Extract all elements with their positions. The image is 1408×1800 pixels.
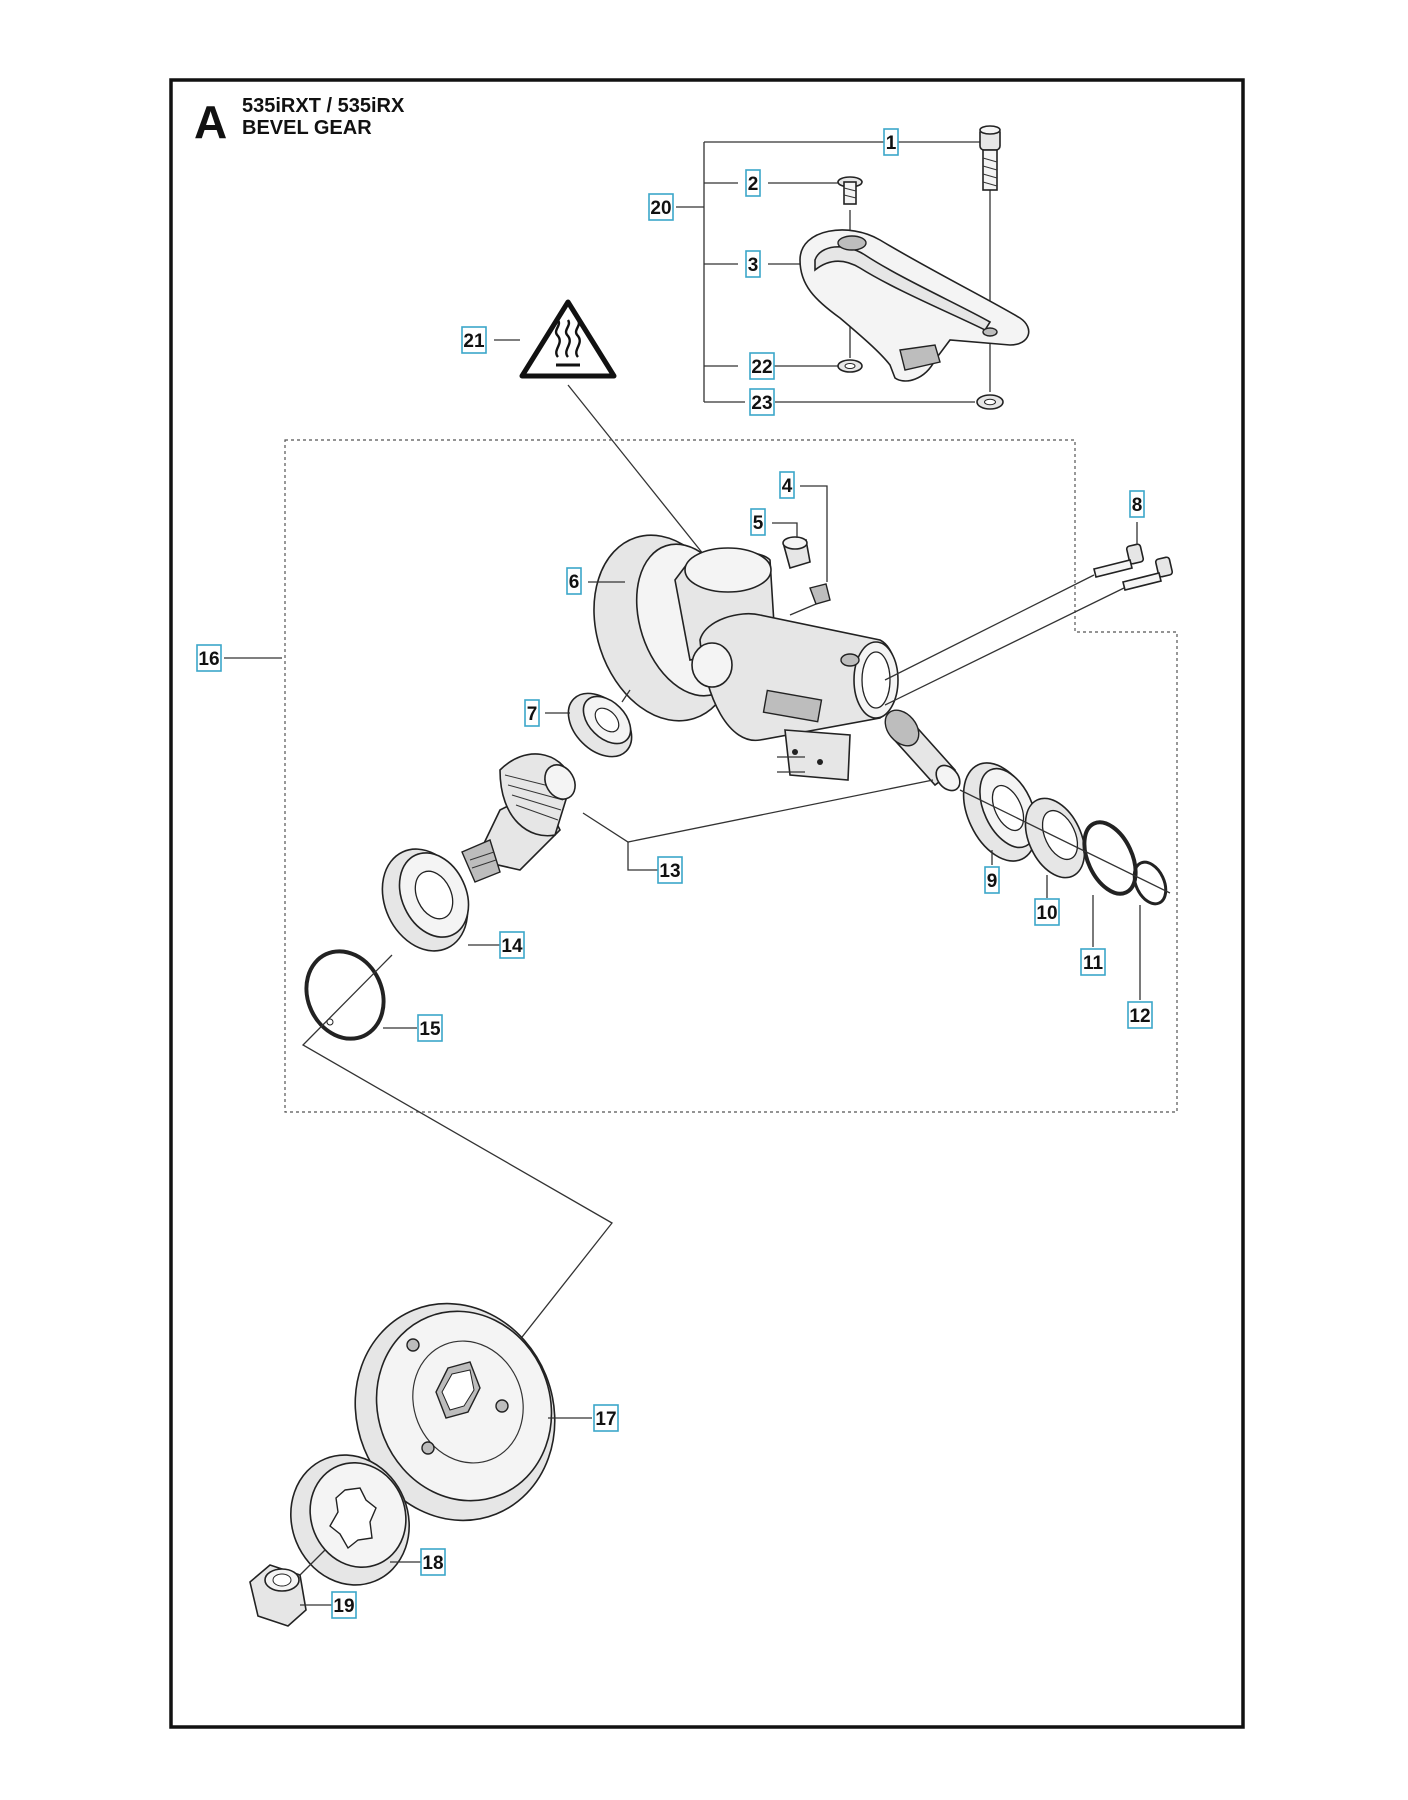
circlip-12-part (1132, 860, 1168, 906)
callout-12: 12 (1127, 1001, 1153, 1029)
bevel-gear-part (461, 753, 576, 883)
callout-10: 10 (1034, 898, 1060, 926)
callout-number: 3 (748, 255, 759, 276)
bearing-7-part (567, 692, 633, 758)
callout-17: 17 (593, 1404, 619, 1432)
callout-box (984, 866, 1000, 894)
callout-number: 19 (333, 1596, 354, 1617)
plug-part (782, 536, 811, 570)
callout-box (779, 471, 795, 499)
callout-box (657, 856, 683, 884)
callout-box (420, 1548, 446, 1576)
socket-screw-part (979, 125, 1001, 191)
subassembly-outline (284, 439, 1178, 1113)
callout-13: 13 (657, 856, 683, 884)
callout-box (196, 644, 222, 672)
callout-box (1129, 490, 1145, 518)
pin-part (809, 583, 831, 605)
callout-box (1034, 898, 1060, 926)
callout-number: 15 (419, 1019, 441, 1040)
callout-box (750, 508, 766, 536)
small-screw-part (837, 176, 863, 205)
callout-number: 16 (198, 649, 219, 670)
callout-box (499, 931, 525, 959)
callout-number: 22 (751, 357, 772, 378)
callout-box (745, 250, 761, 278)
callout-number: 8 (1132, 495, 1143, 516)
callout-7: 7 (524, 699, 540, 727)
callout-8: 8 (1129, 490, 1145, 518)
model-line: 535iRXT / 535iRX (242, 95, 405, 117)
callout-9: 9 (984, 866, 1000, 894)
callout-box (417, 1014, 443, 1042)
callout-number: 4 (782, 476, 793, 497)
callout-number: 7 (527, 704, 538, 725)
circlip-15-part (304, 949, 386, 1041)
callout-4: 4 (779, 471, 795, 499)
callout-box (1127, 1001, 1153, 1029)
nut-part (249, 1564, 307, 1627)
callout-number: 1 (886, 133, 897, 154)
callout-box (331, 1591, 357, 1619)
callout-number: 20 (650, 198, 671, 219)
callout-3: 3 (745, 250, 761, 278)
callout-1: 1 (883, 128, 899, 156)
seal-ring-part (1024, 797, 1086, 879)
callout-number: 9 (987, 871, 998, 892)
callout-number: 2 (748, 174, 759, 195)
section-letter: A (194, 96, 227, 148)
callout-14: 14 (499, 931, 525, 959)
callout-number: 21 (463, 331, 485, 352)
assembly-name: BEVEL GEAR (242, 117, 372, 139)
callout-number: 5 (753, 513, 764, 534)
callout-box (593, 1404, 619, 1432)
callout-number: 12 (1129, 1006, 1150, 1027)
callout-23: 23 (749, 388, 775, 416)
callout-18: 18 (420, 1548, 446, 1576)
callout-16: 16 (196, 644, 222, 672)
page-frame (169, 78, 1245, 1729)
retaining-ring-11-part (1082, 820, 1138, 896)
drive-disc-part (354, 1302, 556, 1522)
washer-22-part (837, 359, 863, 373)
callout-box (749, 388, 775, 416)
bracket-group (676, 125, 1030, 410)
housing-bolts-part (1093, 543, 1174, 591)
callout-number: 23 (751, 393, 772, 414)
hot-surface-warning-icon (519, 299, 617, 379)
callout-11: 11 (1080, 948, 1106, 976)
gear-housing-part (593, 534, 899, 781)
callout-2: 2 (745, 169, 761, 197)
support-cup-part (290, 1454, 410, 1586)
callout-box (883, 128, 899, 156)
callout-number: 17 (595, 1409, 616, 1430)
callout-number: 13 (659, 861, 680, 882)
callout-box (745, 169, 761, 197)
callout-box (524, 699, 540, 727)
drive-shaft-part (884, 709, 961, 792)
callout-box (461, 326, 487, 354)
callout-number: 18 (422, 1553, 443, 1574)
callout-5: 5 (750, 508, 766, 536)
cover-plate-part (799, 229, 1030, 382)
callout-box (566, 567, 582, 595)
bearing-9-part (962, 762, 1038, 862)
callout-box (1080, 948, 1106, 976)
washer-23-part (976, 394, 1004, 410)
callout-19: 19 (331, 1591, 357, 1619)
callout-number: 10 (1036, 903, 1057, 924)
callout-number: 11 (1083, 953, 1104, 974)
callout-box (749, 352, 775, 380)
bearing-14-part (381, 848, 470, 952)
callout-number: 6 (569, 572, 580, 593)
callout-22: 22 (749, 352, 775, 380)
callout-20: 20 (648, 193, 674, 221)
callout-21: 21 (461, 326, 487, 354)
callout-6: 6 (566, 567, 582, 595)
callout-box (648, 193, 674, 221)
callout-15: 15 (417, 1014, 443, 1042)
callout-number: 14 (501, 936, 523, 957)
